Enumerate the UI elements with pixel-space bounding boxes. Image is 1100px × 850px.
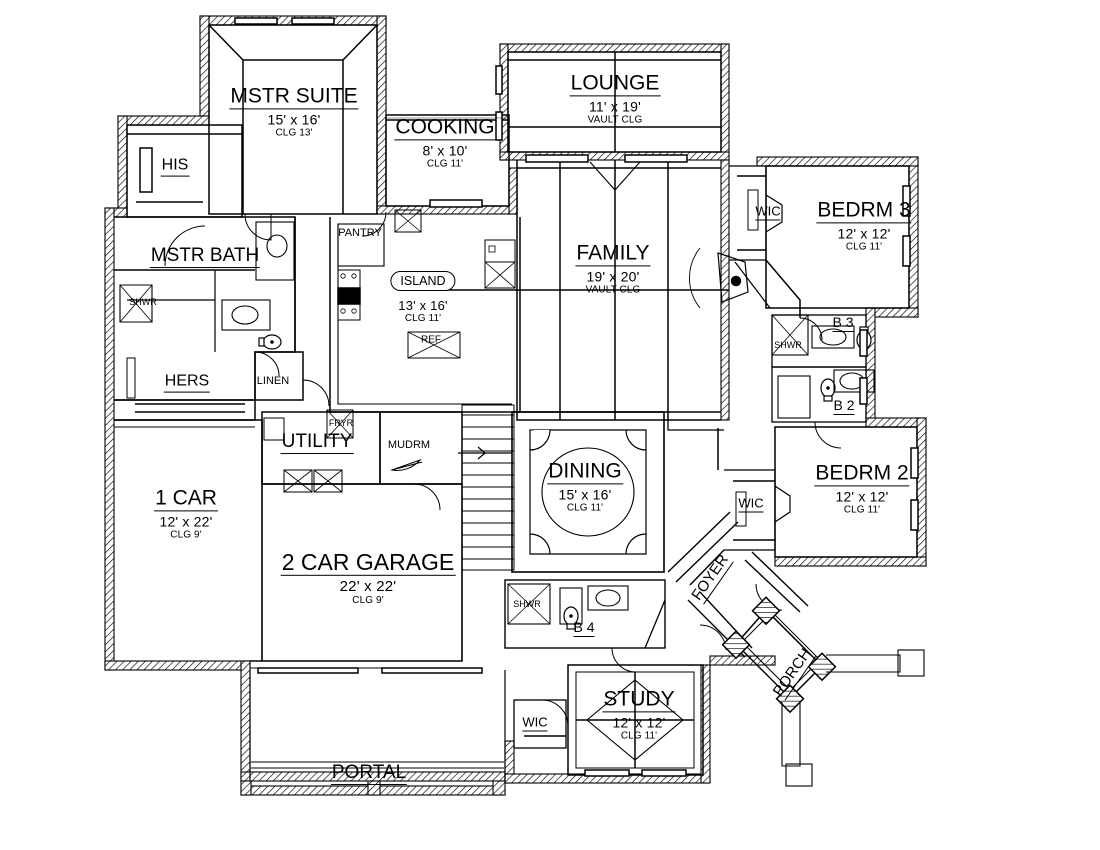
room-dimensions: 19' x 20' bbox=[586, 268, 640, 285]
label-linen: LINEN bbox=[256, 375, 290, 387]
room-ceiling-height: CLG 9' bbox=[352, 594, 384, 606]
room-name: PORTAL bbox=[330, 762, 408, 785]
room-ceiling-height: CLG 11' bbox=[426, 158, 464, 170]
label-shwr-1: SHWR bbox=[129, 297, 157, 307]
room-ceiling-height: CLG 11' bbox=[845, 241, 883, 253]
room-dimensions: 15' x 16' bbox=[267, 111, 321, 128]
label-wic-st: WIC bbox=[522, 714, 548, 732]
label-b3: B 3 bbox=[832, 314, 854, 332]
room-dimensions: 13' x 16' bbox=[398, 297, 448, 313]
label-mudrm: MUDRM bbox=[387, 439, 431, 451]
room-name: MSTR SUITE bbox=[229, 85, 359, 110]
room-name: HIS bbox=[160, 157, 190, 177]
room-dimensions: 12' x 12' bbox=[612, 714, 666, 731]
room-dimensions: 22' x 22' bbox=[339, 577, 397, 595]
label-fryr: FRYR bbox=[328, 418, 354, 428]
room-ceiling-height: CLG 11' bbox=[843, 504, 881, 516]
room-name: STUDY bbox=[602, 688, 676, 713]
label-b4: B 4 bbox=[573, 619, 595, 637]
room-label-kitchen: 13' x 16'CLG 11' bbox=[398, 296, 447, 324]
label-wic-b3: WIC bbox=[755, 203, 781, 221]
room-name: MSTR BATH bbox=[149, 245, 261, 268]
interior-walls bbox=[114, 17, 925, 787]
label-pantry: PANTRY bbox=[338, 227, 382, 239]
room-ceiling-height: CLG 11' bbox=[404, 312, 442, 324]
room-name: HERS bbox=[163, 373, 211, 393]
label-shwr-3: SHWR bbox=[513, 599, 541, 609]
room-label-portal: PORTAL bbox=[330, 762, 408, 785]
room-dimensions: 12' x 12' bbox=[837, 225, 891, 242]
room-label-hers: HERS bbox=[163, 373, 211, 393]
room-ceiling-height: VAULT CLG bbox=[585, 284, 641, 296]
room-label-utility: UTILITY bbox=[280, 431, 354, 454]
room-dimensions: 15' x 16' bbox=[558, 486, 612, 503]
room-ceiling-height: VAULT CLG bbox=[587, 114, 643, 126]
exterior-walls bbox=[104, 15, 927, 796]
room-dimensions: 11' x 19' bbox=[588, 98, 642, 115]
room-ceiling-height: CLG 13' bbox=[275, 127, 313, 139]
room-ceiling-height: CLG 11' bbox=[566, 502, 604, 514]
room-ceiling-height: CLG 9' bbox=[170, 529, 202, 541]
label-island: ISLAND bbox=[390, 271, 456, 291]
label-ref: REF bbox=[421, 334, 441, 346]
room-name: BEDRM 3 bbox=[816, 199, 912, 224]
room-name: 2 CAR GARAGE bbox=[280, 548, 456, 576]
label-wic-b2: WIC bbox=[738, 495, 764, 513]
room-name: 1 CAR bbox=[154, 487, 218, 512]
label-shwr-2: SHWR bbox=[774, 340, 802, 350]
room-name: COOKING bbox=[394, 116, 496, 141]
label-b2: B 2 bbox=[833, 397, 855, 415]
room-label-his: HIS bbox=[160, 157, 190, 177]
room-name: FAMILY bbox=[575, 242, 651, 267]
room-name: UTILITY bbox=[280, 431, 354, 454]
room-ceiling-height: CLG 11' bbox=[620, 730, 658, 742]
room-name: DINING bbox=[547, 460, 623, 485]
room-dimensions: 12' x 22' bbox=[159, 513, 213, 530]
room-name: LOUNGE bbox=[569, 72, 661, 97]
room-dimensions: 12' x 12' bbox=[835, 488, 889, 505]
room-name: BEDRM 2 bbox=[814, 462, 910, 487]
room-dimensions: 8' x 10' bbox=[422, 142, 468, 159]
room-label-mstr-bath: MSTR BATH bbox=[149, 245, 261, 268]
